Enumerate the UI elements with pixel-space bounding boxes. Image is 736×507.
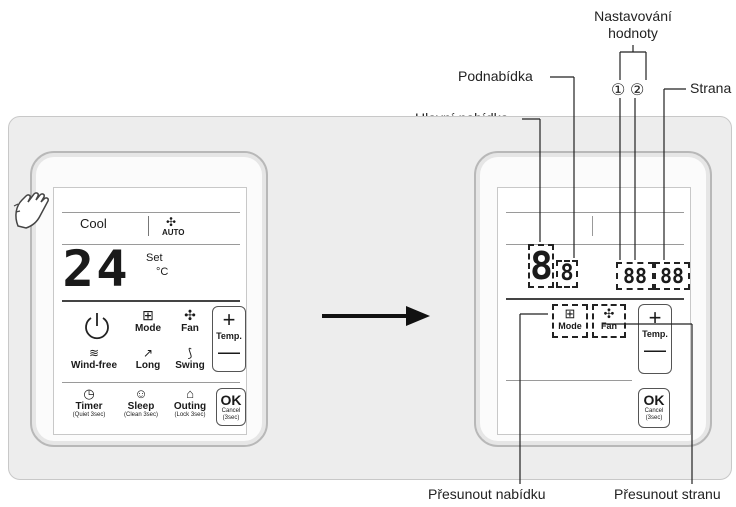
timer-sub: (Quiet 3sec): [72, 412, 106, 418]
outing-label: Outing: [173, 401, 207, 412]
power-icon: [85, 313, 109, 340]
temp-minus-button[interactable]: —: [218, 339, 240, 364]
temp-plus-button[interactable]: +: [222, 307, 236, 332]
sleep-button[interactable]: ☺ Sleep (Clean 3sec): [116, 386, 166, 428]
callout-podnabidka: Podnabídka: [458, 68, 533, 84]
mode-text: Cool: [80, 216, 107, 231]
wind-free-label: Wind-free: [70, 360, 118, 371]
callout-nastavovani: Nastavování hodnoty: [594, 8, 672, 41]
left-screen: Cool ✣ AUTO 24 Set °C ⊞ Mode ✣ Fan + Tem…: [53, 187, 247, 435]
wind-free-button[interactable]: ≋ Wind-free: [66, 346, 122, 376]
fan-icon: ✣: [603, 306, 615, 321]
mode-icon: ⊞: [564, 306, 576, 321]
long-icon: ↗: [142, 346, 154, 360]
temp-minus-button[interactable]: —: [644, 337, 666, 362]
temp-plus-button[interactable]: +: [648, 305, 662, 330]
set-label: Set: [146, 252, 163, 264]
ok-button[interactable]: OK Cancel (3sec): [638, 388, 670, 428]
callout-value-2: ②: [630, 82, 645, 99]
ok-label: OK: [643, 392, 665, 408]
sleep-sub: (Clean 3sec): [123, 412, 158, 418]
swing-icon: ⟆: [187, 346, 193, 360]
ok-button[interactable]: OK Cancel (3sec): [216, 388, 246, 426]
callout-value-1: ①: [611, 82, 626, 99]
ok-sub: Cancel (3sec): [221, 408, 241, 421]
fan-auto-label: AUTO: [162, 228, 185, 237]
outing-icon: ⌂: [186, 386, 194, 401]
mode-button[interactable]: ⊞ Mode: [128, 307, 168, 343]
temp-key: + Temp. —: [212, 306, 246, 372]
callout-strana: Strana: [690, 80, 732, 96]
temp-label: Temp.: [216, 331, 242, 341]
temp-digits: 24: [62, 240, 130, 298]
power-button[interactable]: [80, 309, 114, 343]
submenu-digit: 8: [556, 260, 578, 288]
fan-button-highlight[interactable]: ✣ Fan: [592, 304, 626, 338]
fan-label: Fan: [181, 323, 199, 334]
long-label: Long: [135, 360, 161, 371]
fan-button[interactable]: ✣ Fan: [170, 307, 210, 343]
ok-label: OK: [220, 392, 242, 408]
timer-icon: ◷: [83, 386, 95, 401]
sleep-icon: ☺: [134, 386, 148, 401]
mode-label: Mode: [134, 323, 162, 334]
callout-presunout-stranu: Přesunout stranu: [614, 486, 721, 502]
main-menu-digit: 8: [528, 244, 554, 288]
timer-button[interactable]: ◷ Timer (Quiet 3sec): [64, 386, 114, 428]
hand-press-icon: [13, 192, 49, 229]
left-remote: Cool ✣ AUTO 24 Set °C ⊞ Mode ✣ Fan + Tem…: [30, 151, 268, 447]
ok-sub: Cancel (3sec): [644, 408, 664, 421]
outing-button[interactable]: ⌂ Outing (Lock 3sec): [166, 386, 214, 428]
unit-label: °C: [156, 266, 169, 278]
swing-label: Swing: [175, 360, 205, 371]
long-button[interactable]: ↗ Long: [128, 346, 168, 376]
fan-label: Fan: [600, 321, 617, 331]
value-digits: 88: [616, 262, 654, 290]
swing-button[interactable]: ⟆ Swing: [170, 346, 210, 376]
timer-label: Timer: [75, 401, 103, 412]
page-digits: 88: [654, 262, 690, 290]
fan-icon: ✣: [166, 215, 177, 229]
arrow-right-icon: [322, 306, 430, 326]
mode-button-highlight[interactable]: ⊞ Mode: [552, 304, 588, 338]
temp-key: + Temp. —: [638, 304, 672, 374]
wind-free-icon: ≋: [88, 346, 100, 360]
mode-label: Mode: [558, 321, 582, 331]
fan-icon: ✣: [184, 307, 196, 323]
mode-icon: ⊞: [142, 307, 154, 323]
temp-label: Temp.: [642, 329, 668, 339]
right-screen: 8 8 88 88 ⊞ Mode ✣ Fan + Temp. — OK Canc…: [497, 187, 691, 435]
outing-sub: (Lock 3sec): [174, 412, 206, 418]
callout-presunout-nabidku: Přesunout nabídku: [428, 486, 546, 502]
right-remote: 8 8 88 88 ⊞ Mode ✣ Fan + Temp. — OK Canc…: [474, 151, 712, 447]
sleep-label: Sleep: [127, 401, 155, 412]
